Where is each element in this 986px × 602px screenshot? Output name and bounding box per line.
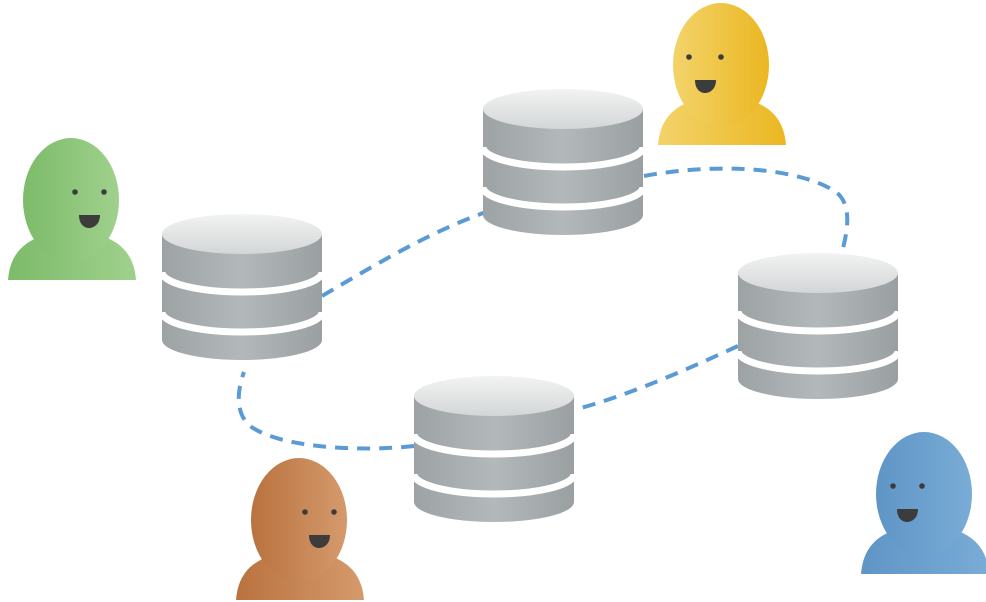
- user-smile: [897, 509, 918, 522]
- database-band: [734, 350, 902, 375]
- link-right-bottom: [576, 344, 739, 411]
- database-band: [734, 310, 902, 335]
- user-smile: [79, 215, 100, 228]
- user-head: [673, 3, 769, 127]
- user-eye: [72, 189, 78, 195]
- user-head: [876, 432, 972, 556]
- user-eye: [686, 54, 692, 60]
- database-top: [738, 253, 898, 293]
- database-top: [483, 89, 643, 129]
- user-eye: [890, 483, 896, 489]
- database-band: [479, 146, 647, 171]
- database-right: [734, 253, 902, 399]
- database-band: [479, 186, 647, 211]
- database-top: [414, 376, 574, 416]
- replication-links: [236, 166, 850, 451]
- user-eye: [331, 509, 337, 515]
- database-band: [410, 433, 578, 458]
- user-avatar-green: [8, 138, 136, 280]
- user-eye: [101, 189, 107, 195]
- user-eye: [302, 509, 308, 515]
- user-eye: [919, 483, 925, 489]
- user-avatar-orange: [236, 458, 364, 600]
- user-avatar-yellow: [658, 3, 786, 145]
- link-left-top: [320, 210, 487, 298]
- database-band: [158, 311, 326, 336]
- link-bottom-left: [236, 371, 415, 451]
- database-bottom: [410, 376, 578, 522]
- user-avatar-blue: [861, 432, 986, 574]
- user-head: [23, 138, 119, 262]
- user-smile: [695, 80, 716, 93]
- database-band: [410, 473, 578, 498]
- database-band: [158, 271, 326, 296]
- user-eye: [718, 54, 724, 60]
- link-top-right: [643, 166, 850, 253]
- user-smile: [309, 535, 330, 548]
- database-top: [479, 89, 647, 235]
- user-head: [251, 458, 347, 582]
- database-left: [158, 214, 326, 360]
- database-top: [162, 214, 322, 254]
